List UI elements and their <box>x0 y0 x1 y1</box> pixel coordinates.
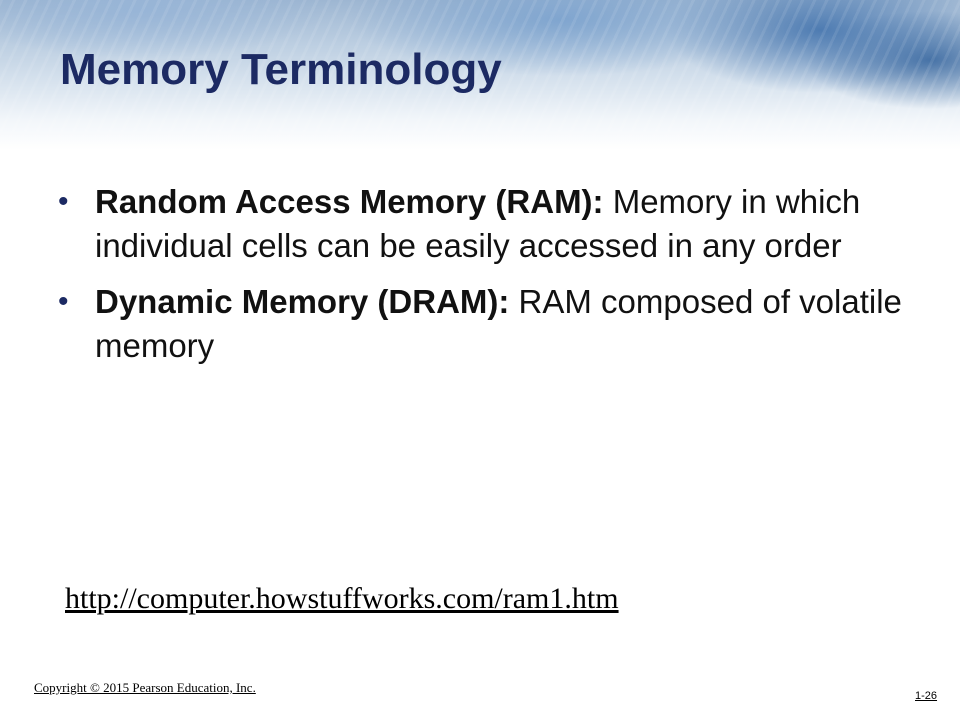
bullet-icon: • <box>58 185 69 218</box>
copyright-notice: Copyright © 2015 Pearson Education, Inc. <box>34 680 256 695</box>
header-background <box>0 0 960 150</box>
definition-ram: Memory in which individual cells can be … <box>95 183 861 264</box>
bullet-icon: • <box>58 285 69 318</box>
header-texture <box>0 0 960 150</box>
term-ram: Random Access Memory (RAM): <box>95 183 604 220</box>
definition-dram: RAM composed of volatile memory <box>95 283 902 364</box>
bullet-list: • Random Access Memory (RAM): Memory in … <box>58 180 918 380</box>
term-dram: Dynamic Memory (DRAM): <box>95 283 510 320</box>
slide-title: Memory Terminology <box>60 45 502 94</box>
reference-link[interactable]: http://computer.howstuffworks.com/ram1.h… <box>65 582 619 615</box>
bullet-item-dram: • Dynamic Memory (DRAM): RAM composed of… <box>58 280 918 368</box>
slide-number: 1-26 <box>915 690 938 702</box>
bullet-item-ram: • Random Access Memory (RAM): Memory in … <box>58 180 918 268</box>
